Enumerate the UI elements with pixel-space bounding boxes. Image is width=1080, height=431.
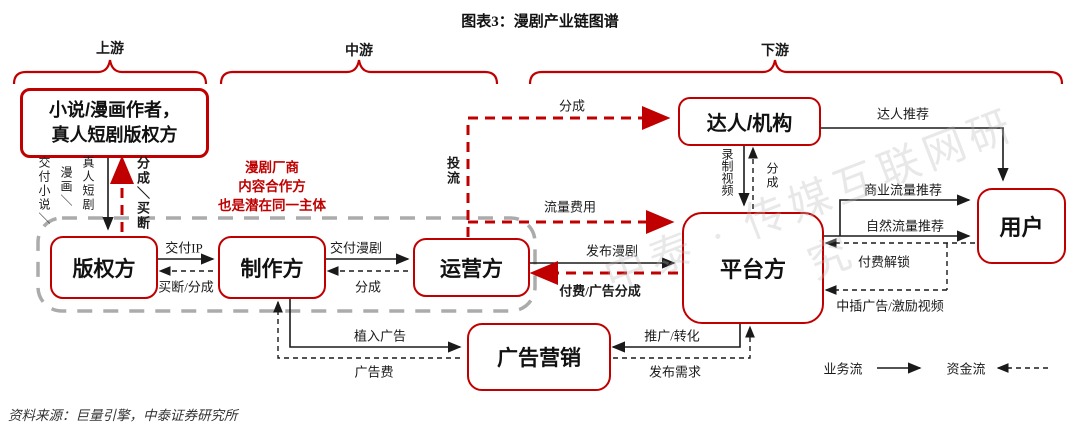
section-downstream: 下游 bbox=[761, 44, 789, 59]
section-braces bbox=[12, 59, 1064, 85]
label-midroll-ads: 中插广告/激励视频 bbox=[836, 298, 944, 314]
box-authors-line1: 小说/漫画作者， bbox=[48, 100, 180, 120]
money-flow-lines bbox=[158, 146, 1048, 373]
label-share-mid: 分成 bbox=[354, 279, 382, 295]
label-share-buyout: 分成＼买断 bbox=[135, 156, 150, 231]
box-ad-marketing: 广告营销 bbox=[467, 323, 611, 391]
box-copyright: 版权方 bbox=[50, 236, 158, 299]
label-commercial-traffic: 商业流量推荐 bbox=[863, 182, 943, 198]
label-organic-traffic: 自然流量推荐 bbox=[865, 218, 945, 234]
section-midstream: 中游 bbox=[345, 44, 373, 59]
legend-business-flow: 业务流 bbox=[823, 361, 863, 377]
label-deliver-drama-col: 真人短剧 bbox=[81, 156, 95, 212]
same-entity-note-line1: 漫剧厂商 bbox=[245, 160, 299, 175]
label-record-video: 录制视频 bbox=[720, 148, 734, 196]
label-deliver-comic: 交付漫剧 bbox=[329, 240, 383, 256]
label-deliver-novel: 交付小说＼ bbox=[37, 156, 51, 226]
same-entity-note-line2: 内容合作方 bbox=[238, 179, 306, 194]
label-ad-fee: 广告费 bbox=[354, 364, 394, 380]
same-entity-note: 漫剧厂商 内容合作方 也是潜在同一主体 bbox=[162, 158, 382, 215]
chart-title: 图表3：漫剧产业链图谱 bbox=[461, 14, 619, 30]
label-paid-unlock: 付费解锁 bbox=[857, 254, 911, 270]
red-money-flow-lines bbox=[110, 106, 678, 285]
label-influencer-recommend: 达人推荐 bbox=[876, 106, 930, 122]
source-note: 资料来源：巨量引擎，中泰证券研究所 bbox=[8, 408, 238, 423]
label-buyout-share: 买断/分成 bbox=[158, 279, 214, 295]
section-upstream: 上游 bbox=[96, 42, 124, 57]
label-ad-invest: 投流 bbox=[445, 156, 460, 186]
box-authors-line2: 真人短剧版权方 bbox=[51, 125, 178, 145]
label-share-vertical: 分成 bbox=[765, 162, 779, 190]
business-flow-lines bbox=[102, 127, 1009, 374]
box-operator: 运营方 bbox=[413, 238, 530, 297]
label-deliver-ip: 交付IP bbox=[165, 240, 203, 256]
legend-money-flow: 资金流 bbox=[946, 361, 986, 377]
label-embed-ads: 植入广告 bbox=[353, 328, 407, 344]
box-user: 用户 bbox=[977, 188, 1066, 264]
label-share-top: 分成 bbox=[558, 98, 586, 114]
label-deliver-comic-col: 漫画＼ bbox=[59, 166, 73, 208]
box-authors: 小说/漫画作者， 真人短剧版权方 bbox=[20, 88, 209, 158]
same-entity-note-line3: 也是潜在同一主体 bbox=[218, 198, 326, 213]
label-promote-convert: 推广/转化 bbox=[644, 328, 700, 344]
box-influencer: 达人/机构 bbox=[678, 97, 821, 146]
label-publish-demand: 发布需求 bbox=[648, 364, 702, 380]
label-traffic-fee: 流量费用 bbox=[543, 199, 597, 215]
label-pay-ad-share: 付费/广告分成 bbox=[559, 283, 641, 299]
label-publish-comic: 发布漫剧 bbox=[585, 243, 639, 259]
box-platform: 平台方 bbox=[682, 212, 824, 324]
box-producer: 制作方 bbox=[218, 236, 326, 299]
